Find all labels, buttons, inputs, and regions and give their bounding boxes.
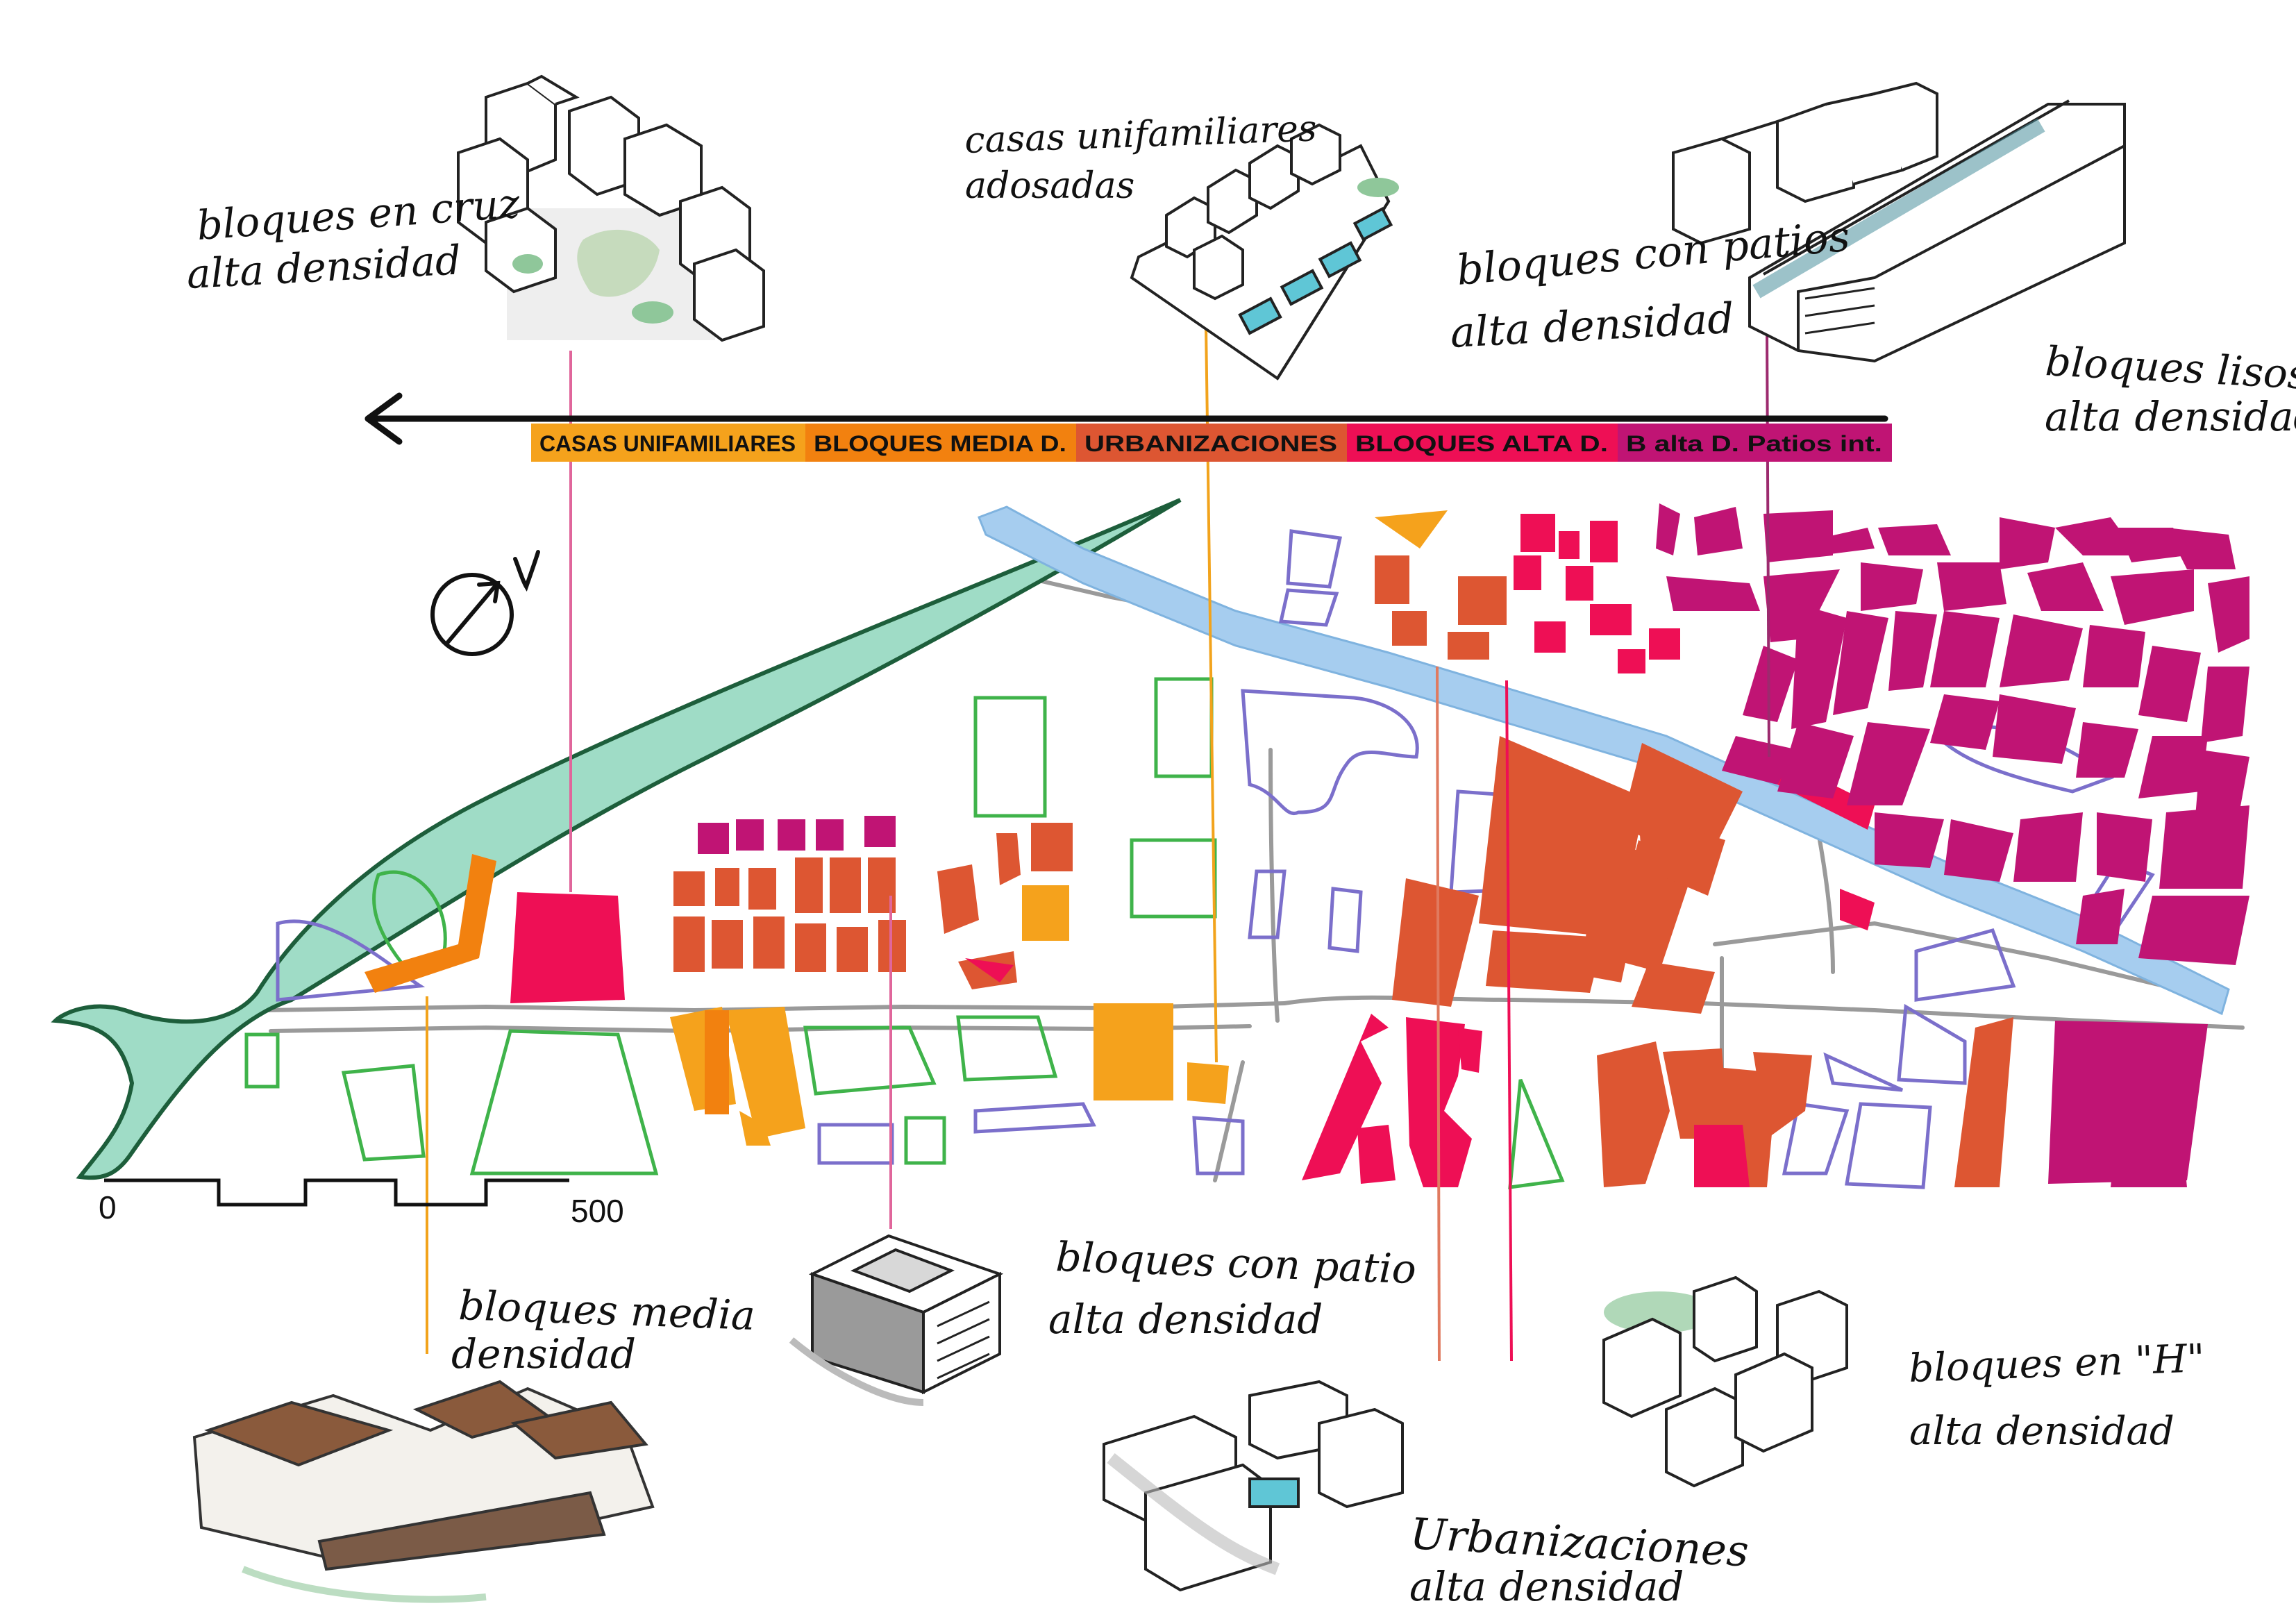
legend-label: BLOQUES ALTA D.: [1355, 431, 1608, 456]
legend-swatch: [1618, 424, 1892, 462]
green-spaces: [244, 677, 1565, 1189]
legend-items: CASAS UNIFAMILIARES BLOQUES MEDIA D. URBAN…: [531, 424, 1892, 462]
legend-swatch: [531, 424, 805, 462]
canal-blue: [978, 505, 2230, 1016]
legend-item: BLOQUES MEDIA D.: [805, 424, 1076, 462]
sketch-casas-adosadas-icon: [1130, 123, 1399, 380]
legend-label: B alta D. Patios int.: [1626, 431, 1882, 456]
legend-label: URBANIZACIONES: [1084, 431, 1337, 456]
scale-start-label: 0: [99, 1189, 117, 1225]
annotation-h-line1: bloques en "H": [1908, 1336, 2205, 1391]
north-arrow-icon: [430, 550, 540, 656]
legend-label: BLOQUES MEDIA D.: [814, 431, 1066, 456]
legend-item: BLOQUES ALTA D.: [1347, 424, 1618, 462]
legend-swatch: [805, 424, 1076, 462]
annotation-patios-line2: alta densidad: [1449, 294, 1735, 358]
annotation-bloques-patio: bloques con patio alta densidad: [1048, 1233, 1417, 1343]
annotation-bloques-cruz: bloques en cruz alta densidad: [185, 180, 521, 298]
scale-end-label: 500: [571, 1193, 624, 1229]
annotation-patio-line2: alta densidad: [1048, 1296, 1323, 1343]
annotation-cruz-line1: bloques en cruz: [195, 180, 521, 249]
legend-bar: CASAS UNIFAMILIARES BLOQUES MEDIA D. URBAN…: [364, 392, 1892, 462]
sketch-bloques-media-icon: [192, 1380, 655, 1603]
arrow-left-icon: [364, 392, 403, 445]
sketch-bloque-patio-icon: [789, 1234, 1004, 1406]
sketch-bloques-lisos-icon: [1672, 81, 2126, 363]
zone-patios-interiores: [698, 503, 2249, 1187]
legend-swatch: [1347, 424, 1618, 462]
leader-urb-2: [1505, 680, 1513, 1362]
annotation-media-line1: bloques media: [458, 1282, 756, 1339]
legend-item: CASAS UNIFAMILIARES: [531, 424, 805, 462]
annotation-adosadas-line2: adosadas: [965, 165, 1134, 207]
annotation-patio-line1: bloques con patio: [1055, 1233, 1417, 1293]
annotation-lisos-line2: alta densidad: [2045, 393, 2296, 440]
annotation-urbanizaciones: Urbanizaciones alta densidad: [1409, 1508, 1750, 1610]
annotation-media-line2: densidad: [451, 1330, 636, 1378]
legend-item: B alta D. Patios int.: [1618, 424, 1892, 462]
leader-lines: [426, 326, 1770, 1362]
leader-urb-1: [1436, 666, 1441, 1362]
sketch-bloques-h-icon: [1602, 1275, 1848, 1488]
leader-lisos: [1766, 329, 1770, 757]
annotation-bloques-lisos: bloques lisos alta densidad: [2044, 337, 2296, 440]
public-facilities: [276, 529, 2155, 1189]
zone-bloques-media: [364, 854, 729, 1114]
legend-item: URBANIZACIONES: [1076, 424, 1347, 462]
sketch-bloques-cruz-icon: [457, 74, 765, 342]
legend-swatch: [1076, 424, 1347, 462]
sketch-urbanizaciones-icon: [1103, 1380, 1404, 1592]
river-green: [51, 498, 1182, 1180]
annotation-h-line2: alta densidad: [1909, 1409, 2175, 1454]
annotation-urb-line2: alta densidad: [1409, 1563, 1684, 1610]
annotation-bloques-media: bloques media densidad: [451, 1282, 756, 1378]
annotation-lisos-line1: bloques lisos: [2044, 337, 2296, 399]
legend-label: CASAS UNIFAMILIARES: [539, 431, 796, 456]
scale-bar: 0 500: [99, 1178, 624, 1229]
annotation-bloques-h: bloques en "H" alta densidad: [1908, 1336, 2205, 1454]
